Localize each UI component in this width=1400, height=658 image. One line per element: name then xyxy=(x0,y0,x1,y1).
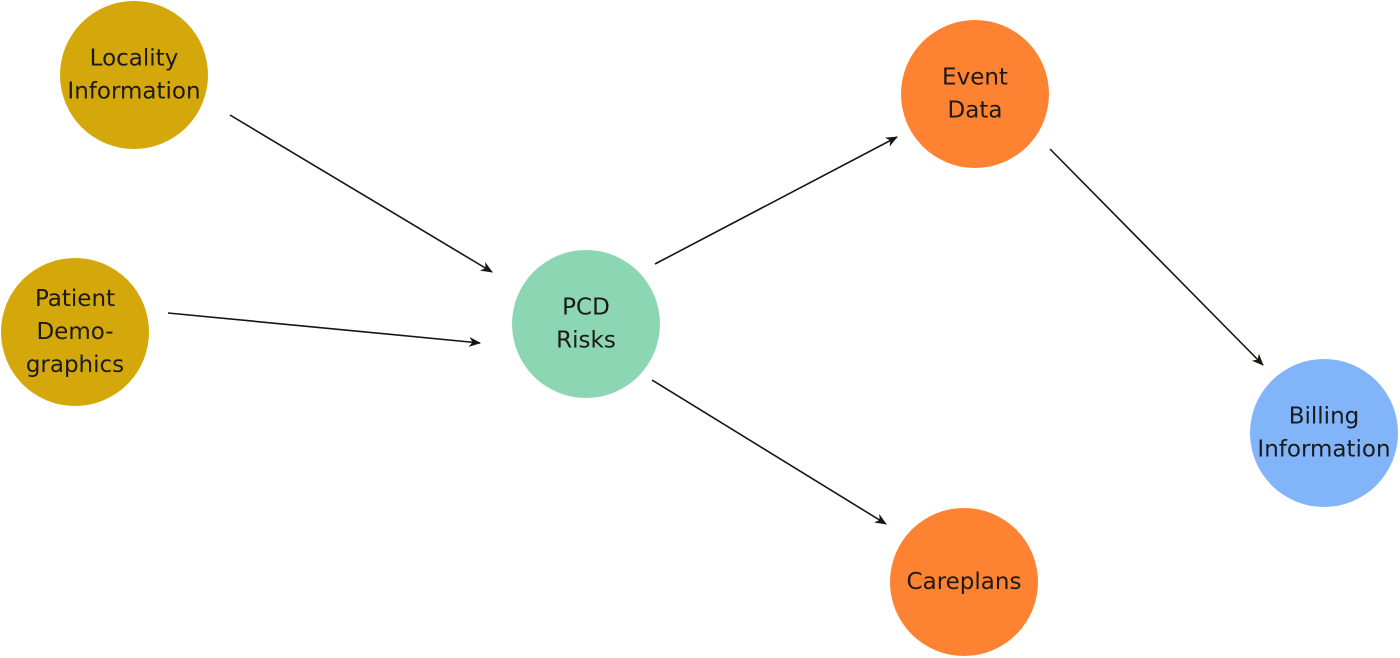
node-billing-label-line: Information xyxy=(1257,437,1390,463)
node-billing-label-line: Billing xyxy=(1289,404,1360,430)
node-patient-label-line: graphics xyxy=(26,352,124,378)
node-billing-circle xyxy=(1250,359,1398,507)
arrow-locality-to-pcd xyxy=(229,114,493,273)
node-event-circle xyxy=(901,20,1049,168)
node-locality-label-line: Locality xyxy=(90,46,179,72)
node-locality-label-line: Information xyxy=(67,79,200,105)
node-careplans-circle xyxy=(890,508,1038,656)
node-patient-circle xyxy=(1,258,149,406)
node-careplans: Careplans xyxy=(890,508,1038,656)
node-pcd: PCD Risks xyxy=(512,250,660,398)
node-pcd-label-line: PCD xyxy=(562,295,610,321)
arrow-event-to-billing xyxy=(1049,148,1264,366)
node-pcd-circle xyxy=(512,250,660,398)
arrow-patient-to-pcd xyxy=(167,312,481,347)
arrow-pcd-to-event xyxy=(654,136,898,265)
edges-layer xyxy=(167,114,1264,525)
node-patient-label-line: Patient xyxy=(35,286,115,312)
node-pcd-label-line: Risks xyxy=(556,328,616,354)
node-careplans-label-line: Careplans xyxy=(907,569,1022,595)
arrow-pcd-to-careplans xyxy=(651,379,887,525)
node-locality-circle xyxy=(60,1,208,149)
node-event-label-line: Event xyxy=(942,65,1008,91)
node-patient-label-line: Demo- xyxy=(36,319,113,345)
node-event-label-line: Data xyxy=(948,98,1003,124)
